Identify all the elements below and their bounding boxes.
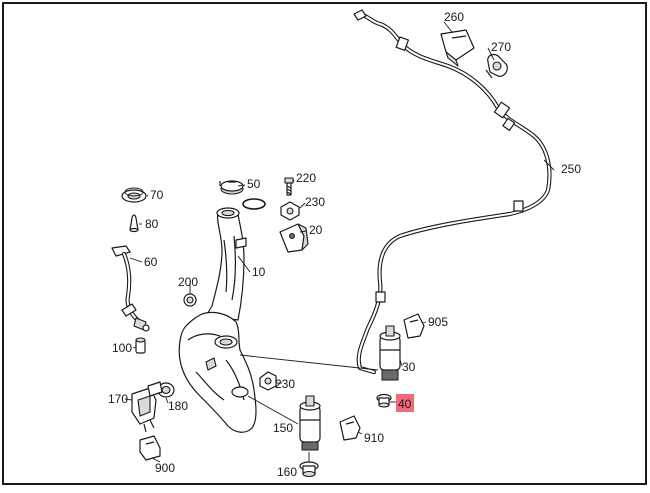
pump-seal-40-icon[interactable] (376, 393, 392, 408)
seal-ring-200-icon[interactable] (183, 293, 197, 307)
clip-270-icon[interactable] (485, 53, 508, 79)
callout-220[interactable]: 220 (296, 171, 316, 185)
callout-40[interactable]: 40 (398, 397, 412, 411)
bolt-220-icon[interactable] (284, 177, 294, 196)
callout-labels: 260 270 250 50 220 230 20 10 70 80 60 20… (108, 10, 581, 479)
callout-270[interactable]: 270 (491, 40, 511, 54)
connector-905-icon[interactable] (403, 313, 425, 339)
callout-20[interactable]: 20 (309, 223, 323, 237)
pump-seal-160-icon[interactable] (299, 461, 319, 478)
callout-160[interactable]: 160 (277, 465, 297, 479)
washer-reservoir-10[interactable] (178, 207, 257, 433)
washer-hose-250[interactable] (353, 9, 552, 375)
diagram-border (2, 2, 647, 485)
callout-60[interactable]: 60 (144, 255, 158, 269)
callout-10[interactable]: 10 (252, 265, 266, 279)
cap-70-icon[interactable] (121, 187, 147, 203)
callout-70[interactable]: 70 (150, 188, 164, 202)
bracket-260-icon[interactable] (440, 29, 475, 67)
callout-250[interactable]: 250 (561, 162, 581, 176)
callout-905[interactable]: 905 (428, 315, 448, 329)
level-sensor-60[interactable] (111, 245, 150, 332)
callout-230-lower[interactable]: 230 (275, 377, 295, 391)
nut-230-upper-icon[interactable] (280, 201, 300, 221)
callout-100[interactable]: 100 (112, 341, 132, 355)
callout-230-upper[interactable]: 230 (305, 195, 325, 209)
grommet-180-icon[interactable] (147, 381, 175, 398)
plug-100-icon[interactable] (135, 337, 146, 354)
callout-150[interactable]: 150 (273, 421, 293, 435)
callout-200[interactable]: 200 (178, 275, 198, 289)
connector-900-icon[interactable] (139, 435, 161, 461)
callout-180[interactable]: 180 (168, 399, 188, 413)
bracket-20-icon[interactable] (279, 223, 309, 253)
callout-170[interactable]: 170 (108, 392, 128, 406)
callout-80[interactable]: 80 (145, 217, 159, 231)
callout-260[interactable]: 260 (444, 10, 464, 24)
filler-cap-50-icon[interactable] (219, 180, 266, 210)
callout-50[interactable]: 50 (247, 177, 261, 191)
washer-pump-150[interactable] (299, 395, 321, 451)
leader-lines (124, 21, 555, 463)
callout-900[interactable]: 900 (155, 461, 175, 475)
callout-30[interactable]: 30 (402, 360, 416, 374)
washer-pump-30[interactable] (379, 325, 401, 381)
highlight-box-40 (396, 394, 414, 412)
connector-910-icon[interactable] (339, 415, 361, 441)
nut-230-lower-icon[interactable] (259, 371, 277, 391)
callout-910[interactable]: 910 (364, 431, 384, 445)
plug-80-icon[interactable] (129, 214, 139, 233)
